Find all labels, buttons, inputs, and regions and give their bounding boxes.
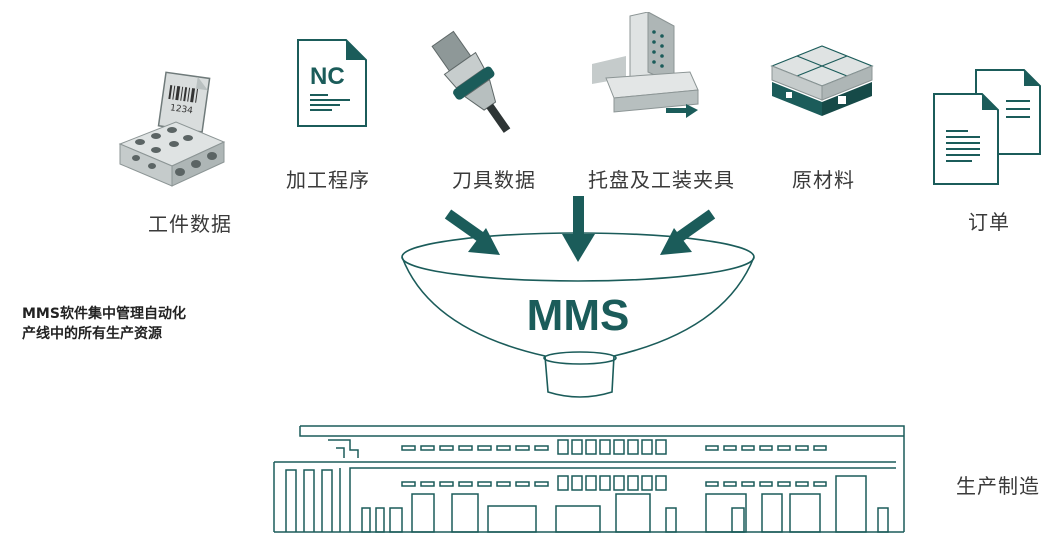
pallet-fixture-icon (592, 12, 699, 118)
funnel-label: MMS (527, 291, 630, 340)
label-raw-material: 原材料 (792, 168, 855, 192)
line-slot (515, 481, 530, 487)
line-station (627, 475, 639, 491)
line-slot (515, 445, 530, 451)
line-slot (401, 481, 416, 487)
line-slot (534, 481, 549, 487)
line-slot (401, 445, 416, 451)
line-slot (439, 481, 454, 487)
line-slot (795, 445, 809, 451)
line-slot (477, 445, 492, 451)
line-slot (759, 481, 773, 487)
label-workpiece-data: 工件数据 (148, 212, 232, 236)
line-station (641, 439, 653, 455)
nc-badge: NC (310, 63, 345, 90)
line-station (655, 439, 667, 455)
line-station (613, 439, 625, 455)
mms-note-line-2: 产线中的所有生产资源 (22, 326, 162, 342)
line-slot (534, 445, 549, 451)
line-slot (723, 445, 737, 451)
line-station (641, 475, 653, 491)
line-slot (458, 445, 473, 451)
line-slot (813, 445, 827, 451)
order-documents-icon (933, 69, 1041, 185)
line-slot (705, 481, 719, 487)
line-slot (741, 481, 755, 487)
label-pallet-fixture: 托盘及工装夹具 (588, 168, 735, 192)
barcode-number: 1234 (169, 103, 193, 116)
line-station (627, 439, 639, 455)
line-slot (759, 445, 773, 451)
line-slot (795, 481, 809, 487)
line-slot (439, 445, 454, 451)
line-slot (496, 481, 511, 487)
line-slot (458, 481, 473, 487)
production-line (273, 425, 905, 533)
arrow-right (660, 209, 716, 255)
tool-holder-icon (431, 30, 511, 133)
mms-note-line-1: MMS软件集中管理自动化 (22, 306, 186, 322)
line-slot (723, 481, 737, 487)
line-slot (705, 445, 719, 451)
line-station (571, 475, 583, 491)
line-slot (420, 445, 435, 451)
arrow-left (444, 209, 500, 255)
line-station (599, 475, 611, 491)
line-slot (496, 445, 511, 451)
raw-material-pallet-icon (770, 45, 874, 116)
line-station (599, 439, 611, 455)
line-slot (741, 445, 755, 451)
label-production: 生产制造 (956, 474, 1040, 498)
workpiece-barcode-icon: 1234 (118, 71, 226, 187)
line-station (557, 439, 569, 455)
line-station (557, 475, 569, 491)
line-station (571, 439, 583, 455)
line-slot (420, 481, 435, 487)
line-slot (777, 481, 791, 487)
nc-document-icon: NC (297, 39, 367, 127)
label-tool-data: 刀具数据 (452, 168, 536, 192)
line-station (613, 475, 625, 491)
line-station (585, 439, 597, 455)
line-station (585, 475, 597, 491)
arrow-center (562, 196, 595, 262)
line-slot (777, 445, 791, 451)
line-station (655, 475, 667, 491)
line-slot (477, 481, 492, 487)
mms-note: MMS软件集中管理自动化 产线中的所有生产资源 (22, 304, 186, 344)
label-order: 订单 (968, 210, 1010, 234)
label-nc-program: 加工程序 (286, 168, 370, 192)
line-slot (813, 481, 827, 487)
